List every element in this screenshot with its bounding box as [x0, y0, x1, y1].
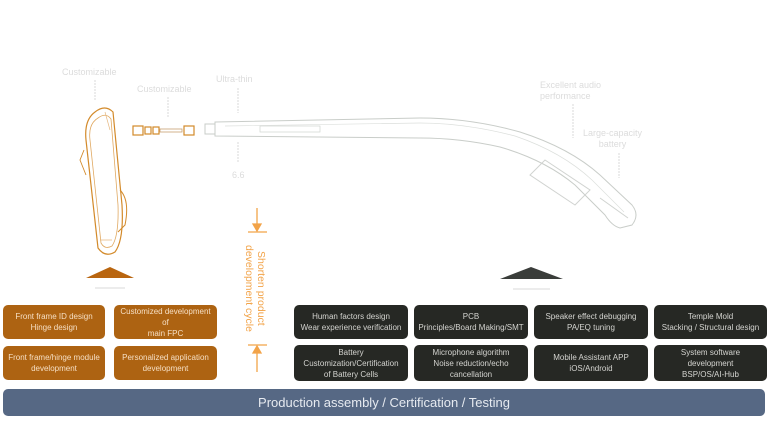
dark-box-mobile-app: Mobile Assistant APP iOS/Android — [534, 345, 648, 381]
arrow-up-icon — [251, 344, 263, 354]
orange-triangle-marker — [86, 267, 134, 278]
dark-box-microphone: Microphone algorithm Noise reduction/ech… — [414, 345, 528, 381]
dark-box-speaker: Speaker effect debugging PA/EQ tuning — [534, 305, 648, 339]
hinge-drawing — [132, 125, 195, 136]
callout-front-frame: Customizable — [62, 67, 117, 77]
dark-box-temple-mold: Temple Mold Stacking / Structural design — [654, 305, 767, 339]
cycle-label: Shorten product development cycle — [243, 245, 267, 332]
orange-box-personalized-app: Personalized application development — [114, 346, 217, 380]
arrow-down-icon — [251, 223, 263, 233]
orange-box-hinge-module: Front frame/hinge module development — [3, 346, 105, 380]
dark-box-battery: Battery Customization/Certification of B… — [294, 345, 408, 381]
cycle-arrows — [248, 208, 267, 372]
front-frame-illustration — [79, 80, 637, 372]
dark-box-system-software: System software development BSP/OS/AI-Hu… — [654, 345, 767, 381]
callout-ultra-thin-value: 6.6 — [232, 170, 245, 180]
dark-box-pcb: PCB Principles/Board Making/SMT — [414, 305, 528, 339]
callout-audio: Excellent audio performance — [540, 80, 602, 101]
production-bar: Production assembly / Certification / Te… — [3, 389, 765, 416]
temple-drawing — [204, 117, 637, 229]
callout-hinge: Customizable — [137, 84, 192, 94]
dark-triangle-marker — [500, 267, 563, 279]
callout-ultra-thin: Ultra-thin — [216, 74, 253, 84]
callout-battery: Large-capacity battery — [583, 128, 643, 149]
orange-box-main-fpc: Customized development of main FPC — [114, 305, 217, 339]
dark-box-human-factors: Human factors design Wear experience ver… — [294, 305, 408, 339]
orange-box-front-frame-id: Front frame ID design Hinge design — [3, 305, 105, 339]
front-frame-drawing — [79, 107, 128, 255]
